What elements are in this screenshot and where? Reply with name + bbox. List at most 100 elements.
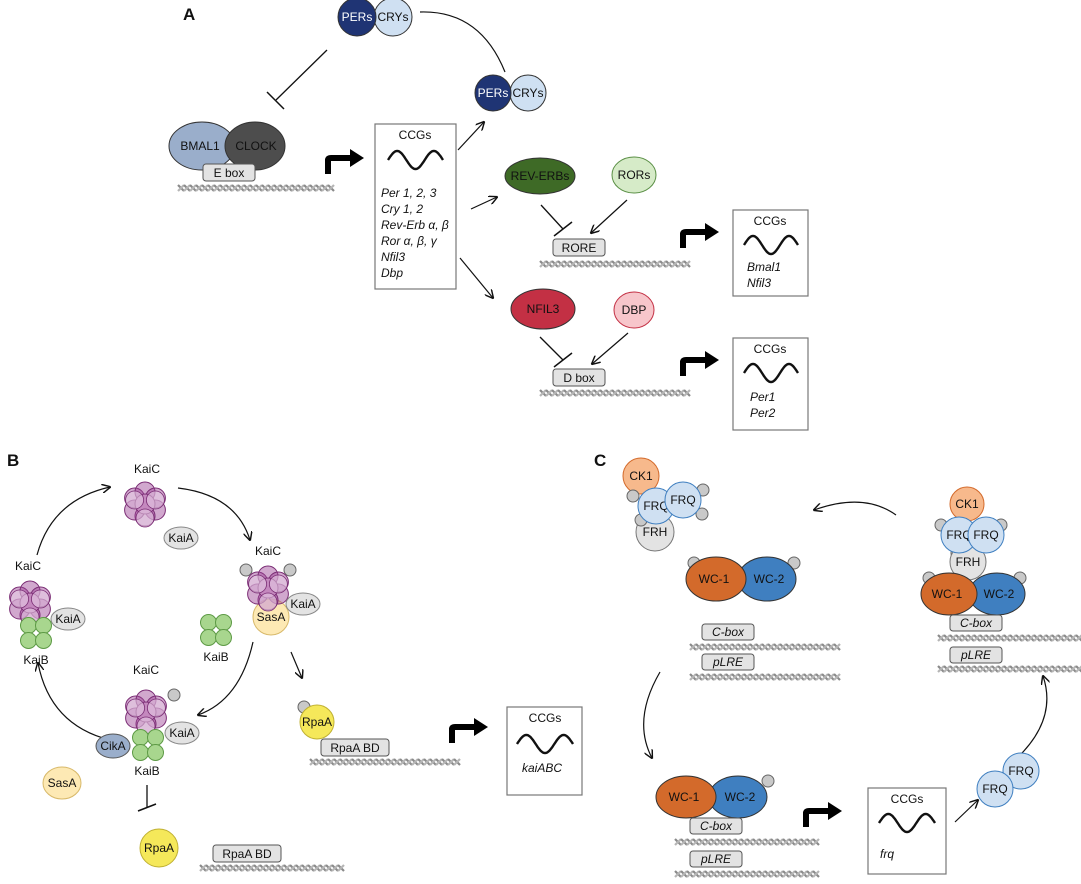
rpaa-bd-label: RpaA BD xyxy=(330,741,380,755)
arrow-to-rev-erbs xyxy=(470,197,497,210)
arrow-to-pers-crys xyxy=(457,122,484,151)
pers-crys-complex-right: CRYs PERs xyxy=(474,74,547,112)
panel-a-label: A xyxy=(183,5,195,24)
frq-pair-new: FRQ FRQ xyxy=(976,752,1040,808)
kaia-label: KaiA xyxy=(55,612,80,626)
kaia-node xyxy=(50,607,86,631)
clock-label: CLOCK xyxy=(235,139,276,153)
cycle-arrow xyxy=(177,487,250,540)
panel-a: A CRYs PERs CRYs PERs BMAL1 CLOCK E box … xyxy=(168,0,809,431)
bmal1-label: BMAL1 xyxy=(180,139,220,153)
wc2-label: WC-2 xyxy=(725,790,756,804)
kaib-label: KaiB xyxy=(134,764,159,778)
c-box-label: C-box xyxy=(960,616,993,630)
transcription-arrow xyxy=(680,351,719,376)
kaib-label: KaiB xyxy=(203,650,228,664)
cika-label: CikA xyxy=(100,739,125,753)
frq-label: FRQ xyxy=(643,499,668,513)
wc-complex-free: WC-2 WC-1 xyxy=(685,556,801,602)
kaia-node xyxy=(285,592,321,616)
dna-strand xyxy=(674,870,820,878)
frq-label: FRQ xyxy=(982,782,1007,796)
crys-label: CRYs xyxy=(512,86,543,100)
transcription-arrow xyxy=(325,149,364,174)
c-box xyxy=(949,614,1003,632)
sasa-node xyxy=(42,766,82,800)
c-box xyxy=(689,817,743,835)
gene-item: Per1 xyxy=(750,390,775,404)
e-box-label: E box xyxy=(214,166,245,180)
oscillation-wave xyxy=(515,733,575,755)
arrow-to-frq xyxy=(954,800,978,823)
plre-box xyxy=(949,646,1003,664)
dna-strand xyxy=(177,184,335,192)
gene-item: frq xyxy=(880,847,894,861)
rors-node xyxy=(611,156,657,194)
dna-strand xyxy=(199,864,345,872)
oscillation-wave xyxy=(742,362,800,384)
plre-box xyxy=(701,653,755,671)
rore-label: RORE xyxy=(562,241,597,255)
ck1-node xyxy=(622,457,660,495)
kaib-tetramer xyxy=(132,729,164,761)
ck1-label: CK1 xyxy=(955,497,979,511)
dna-strand xyxy=(674,838,820,846)
panel-c: C CK1 FRH FRQ FRQ WC-2 WC-1 C-box pLRE W… xyxy=(594,451,1081,878)
dna-strand xyxy=(539,389,691,397)
arrow-to-nfil3 xyxy=(459,257,493,298)
dbp-node xyxy=(613,291,655,329)
rpaa-binding-domain xyxy=(212,844,282,863)
kaic-hexamer xyxy=(247,565,289,612)
rev-erbs-label: REV-ERBs xyxy=(511,169,570,183)
kaic-label: KaiC xyxy=(255,544,281,558)
gene-item: Dbp xyxy=(381,266,403,280)
phosphate xyxy=(239,563,253,577)
gene-item: Nfil3 xyxy=(381,250,405,264)
cycle-arrow xyxy=(814,501,897,516)
sasa-label: SasA xyxy=(257,610,286,624)
c-box-label: C-box xyxy=(700,819,733,833)
dna-strand xyxy=(689,673,841,681)
c-box xyxy=(701,623,755,641)
frq-wc-complex-right: CK1 FRH FRQ FRQ WC-2 WC-1 xyxy=(920,486,1027,616)
kaic-label: KaiC xyxy=(15,559,41,573)
cycle-arrow xyxy=(198,641,254,715)
wc1-node xyxy=(920,572,978,616)
nfil3-node xyxy=(510,288,576,330)
gene-item: Rev-Erb α, β xyxy=(381,218,449,232)
repression-nfil3-to-dbox xyxy=(539,336,573,368)
rpaa-label: RpaA xyxy=(302,715,332,729)
panel-c-label: C xyxy=(594,451,606,470)
ccgs-box-kai xyxy=(506,706,583,796)
wc1-label: WC-1 xyxy=(669,790,700,804)
arrow-sasa-to-rpaa xyxy=(290,651,302,678)
activation-dbp-to-dbox xyxy=(592,332,629,364)
dna-strand xyxy=(689,643,841,651)
rpaa-node xyxy=(139,828,179,868)
cycle-arrow xyxy=(1014,676,1047,761)
repression-to-rpaa xyxy=(137,785,157,812)
plre-label: pLRE xyxy=(712,655,744,669)
gene-item: Per 1, 2, 3 xyxy=(381,186,437,200)
kaic-hexamer xyxy=(9,580,51,627)
kaic-label: KaiC xyxy=(133,663,159,677)
cycle-arrow xyxy=(36,487,110,556)
frq-label: FRQ xyxy=(973,528,998,542)
dna-strand xyxy=(309,758,461,766)
frq-node xyxy=(1002,752,1040,790)
frq-node xyxy=(976,770,1014,808)
repression-rev-erbs-to-rore xyxy=(540,204,573,237)
wc2-label: WC-2 xyxy=(984,587,1015,601)
phosphate xyxy=(761,774,775,788)
phosphate xyxy=(283,563,297,577)
cycle-arrow xyxy=(643,671,661,758)
frq-label: FRQ xyxy=(946,528,971,542)
rpaa-binding-domain xyxy=(320,738,390,757)
nfil3-label: NFIL3 xyxy=(527,302,560,316)
wc1-label: WC-1 xyxy=(699,572,730,586)
cycle-arrow xyxy=(38,663,111,741)
ccgs-title: CCGs xyxy=(754,214,787,228)
bmal1-clock-complex: BMAL1 CLOCK xyxy=(168,121,286,171)
oscillation-wave xyxy=(386,149,445,171)
sasa-label: SasA xyxy=(48,776,77,790)
